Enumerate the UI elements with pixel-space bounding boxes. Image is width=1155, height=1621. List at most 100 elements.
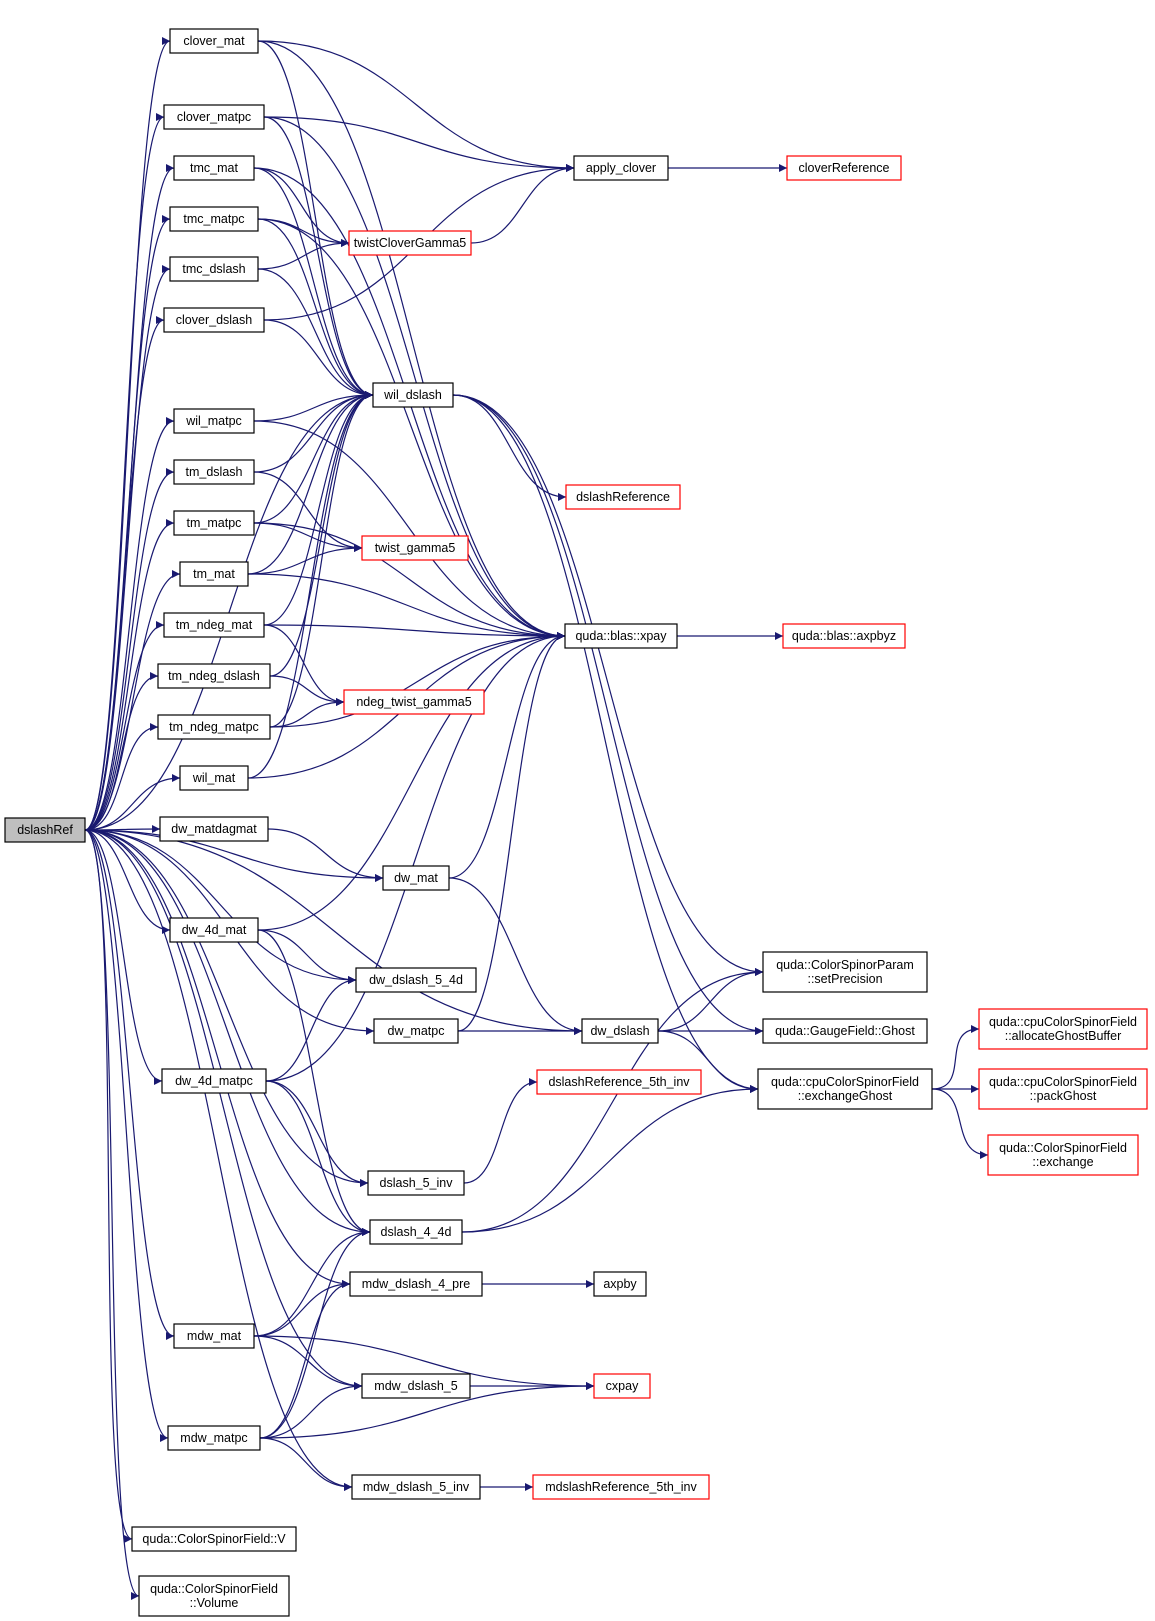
node-tm_mat[interactable]: tm_mat	[179, 561, 249, 587]
edge-dslashRef-to-mdw_dslash_4_pre	[84, 829, 351, 1288]
node-tm_ndeg_mat[interactable]: tm_ndeg_mat	[163, 612, 265, 638]
node-tm_ndeg_matpc[interactable]: tm_ndeg_matpc	[157, 714, 271, 740]
node-csf_Volume[interactable]: quda::ColorSpinorField::Volume	[138, 1575, 290, 1617]
node-mdw_matpc[interactable]: mdw_matpc	[167, 1425, 261, 1451]
edge-tm_ndeg_dslash-to-wil_dslash	[269, 391, 374, 677]
node-ndeg_twist_gamma5[interactable]: ndeg_twist_gamma5	[343, 689, 485, 715]
node-tmc_matpc[interactable]: tmc_matpc	[169, 206, 259, 232]
node-xpay[interactable]: quda::blas::xpay	[564, 623, 678, 649]
node-label-tmc_matpc-0: tmc_matpc	[183, 212, 244, 226]
node-label-axpbyz-0: quda::blas::axpbyz	[792, 629, 896, 643]
node-cpu_packGhost[interactable]: quda::cpuColorSpinorField::packGhost	[978, 1068, 1148, 1110]
node-clover_dslash[interactable]: clover_dslash	[163, 307, 265, 333]
node-label-axpby-0: axpby	[603, 1277, 637, 1291]
node-box-tmc_dslash	[169, 256, 259, 282]
node-tmc_dslash[interactable]: tmc_dslash	[169, 256, 259, 282]
edge-tm_ndeg_matpc-to-xpay	[269, 632, 566, 728]
edge-dw_dslash-to-csp_setPrecision	[657, 968, 764, 1032]
node-mdslashReference_5th_inv[interactable]: mdslashReference_5th_inv	[532, 1474, 710, 1500]
node-mdw_dslash_5[interactable]: mdw_dslash_5	[361, 1373, 471, 1399]
edge-tmc_dslash-to-twistCloverGamma5	[257, 239, 350, 270]
node-dw_mat[interactable]: dw_mat	[382, 865, 450, 891]
node-cloverReference[interactable]: cloverReference	[786, 155, 902, 181]
node-box-mdslashReference_5th_inv	[532, 1474, 710, 1500]
node-label-twistCloverGamma5-0: twistCloverGamma5	[354, 236, 467, 250]
edge-dslashRef-to-dslash_4_4d	[84, 829, 371, 1236]
node-box-cpu_packGhost	[978, 1068, 1148, 1110]
edge-clover_matpc-to-xpay	[263, 116, 566, 640]
node-wil_matpc[interactable]: wil_matpc	[173, 408, 255, 434]
node-box-dslash_5_inv	[367, 1170, 465, 1196]
node-wil_dslash[interactable]: wil_dslash	[372, 382, 454, 408]
edge-tm_ndeg_matpc-to-ndeg_twist_gamma5	[269, 698, 345, 728]
node-csf_V[interactable]: quda::ColorSpinorField::V	[131, 1526, 297, 1552]
node-dw_dslash_5_4d[interactable]: dw_dslash_5_4d	[355, 967, 477, 993]
node-dslashReference_5th_inv[interactable]: dslashReference_5th_inv	[536, 1069, 702, 1095]
node-dslashReference[interactable]: dslashReference	[565, 484, 681, 510]
edge-dw_mat-to-dw_dslash	[448, 877, 583, 1035]
node-clover_mat[interactable]: clover_mat	[169, 28, 259, 54]
node-gf_Ghost[interactable]: quda::GaugeField::Ghost	[762, 1018, 928, 1044]
node-cpu_exchangeGhost[interactable]: quda::cpuColorSpinorField::exchangeGhost	[757, 1068, 933, 1110]
node-label-xpay-0: quda::blas::xpay	[575, 629, 667, 643]
node-label-mdslashReference_5th_inv-0: mdslashReference_5th_inv	[545, 1480, 697, 1494]
edge-dslashRef-to-mdw_dslash_5_inv	[84, 829, 353, 1491]
node-tm_matpc[interactable]: tm_matpc	[173, 510, 255, 536]
edge-wil_dslash-to-csp_setPrecision	[452, 394, 764, 976]
edge-wil_matpc-to-wil_dslash	[253, 391, 374, 422]
edge-wil_dslash-to-gf_Ghost	[452, 394, 764, 1035]
node-csp_setPrecision[interactable]: quda::ColorSpinorParam::setPrecision	[762, 951, 928, 993]
edge-dslashRef-to-wil_matpc	[84, 417, 175, 831]
node-dslash_4_4d[interactable]: dslash_4_4d	[369, 1219, 463, 1245]
node-dslash_5_inv[interactable]: dslash_5_inv	[367, 1170, 465, 1196]
node-mdw_dslash_5_inv[interactable]: mdw_dslash_5_inv	[351, 1474, 481, 1500]
edge-wil_mat-to-wil_dslash	[247, 391, 374, 779]
node-dw_matdagmat[interactable]: dw_matdagmat	[159, 816, 269, 842]
node-mdw_mat[interactable]: mdw_mat	[173, 1323, 255, 1349]
edge-dslashRef-to-dw_mat	[84, 829, 384, 882]
node-mdw_dslash_4_pre[interactable]: mdw_dslash_4_pre	[349, 1271, 483, 1297]
node-tm_ndeg_dslash[interactable]: tm_ndeg_dslash	[157, 663, 271, 689]
edge-clover_mat-to-xpay	[257, 40, 566, 640]
node-wil_mat[interactable]: wil_mat	[179, 765, 249, 791]
edge-mdw_matpc-to-dslash_4_4d	[259, 1228, 371, 1439]
edge-tm_ndeg_dslash-to-ndeg_twist_gamma5	[269, 675, 345, 706]
node-twistCloverGamma5[interactable]: twistCloverGamma5	[348, 230, 472, 256]
edge-mdw_matpc-to-mdw_dslash_5_inv	[259, 1437, 353, 1491]
edge-dw_matdagmat-to-dw_mat	[267, 828, 384, 882]
edge-dslashRef-to-mdw_mat	[84, 829, 175, 1340]
node-box-cpu_exchangeGhost	[757, 1068, 933, 1110]
edge-clover_mat-to-wil_dslash	[257, 40, 374, 399]
node-label-wil_mat-0: wil_mat	[192, 771, 236, 785]
edge-clover_matpc-to-wil_dslash	[263, 116, 374, 399]
node-axpbyz[interactable]: quda::blas::axpbyz	[782, 623, 906, 649]
edge-dslash_5_inv-to-dslashReference_5th_inv	[463, 1078, 538, 1184]
node-dslashRef[interactable]: dslashRef	[4, 817, 86, 843]
node-cxpay[interactable]: cxpay	[593, 1373, 651, 1399]
node-apply_clover[interactable]: apply_clover	[573, 155, 669, 181]
node-box-twistCloverGamma5	[348, 230, 472, 256]
node-axpby[interactable]: axpby	[593, 1271, 647, 1297]
node-label-dw_dslash_5_4d-0: dw_dslash_5_4d	[369, 973, 463, 987]
node-tm_dslash[interactable]: tm_dslash	[173, 459, 255, 485]
node-box-axpbyz	[782, 623, 906, 649]
node-label-mdw_mat-0: mdw_mat	[187, 1329, 242, 1343]
node-twist_gamma5[interactable]: twist_gamma5	[361, 535, 469, 561]
node-box-cloverReference	[786, 155, 902, 181]
node-box-dw_4d_mat	[169, 917, 259, 943]
node-dw_dslash[interactable]: dw_dslash	[581, 1018, 659, 1044]
node-clover_matpc[interactable]: clover_matpc	[163, 104, 265, 130]
node-box-dw_dslash	[581, 1018, 659, 1044]
node-csf_exchange[interactable]: quda::ColorSpinorField::exchange	[987, 1134, 1139, 1176]
node-dw_4d_mat[interactable]: dw_4d_mat	[169, 917, 259, 943]
edge-dslashRef-to-tmc_matpc	[84, 215, 171, 831]
node-label-tm_dslash-0: tm_dslash	[186, 465, 243, 479]
node-dw_matpc[interactable]: dw_matpc	[373, 1018, 459, 1044]
edge-dslashRef-to-mdw_dslash_5	[84, 829, 363, 1390]
edge-dslashRef-to-tm_ndeg_matpc	[84, 723, 159, 831]
node-cpu_allocateGhostBuffer[interactable]: quda::cpuColorSpinorField::allocateGhost…	[978, 1008, 1148, 1050]
edge-wil_matpc-to-xpay	[253, 420, 566, 640]
node-tmc_mat[interactable]: tmc_mat	[173, 155, 255, 181]
node-dw_4d_matpc[interactable]: dw_4d_matpc	[161, 1068, 267, 1094]
node-label-dw_matpc-0: dw_matpc	[388, 1024, 445, 1038]
